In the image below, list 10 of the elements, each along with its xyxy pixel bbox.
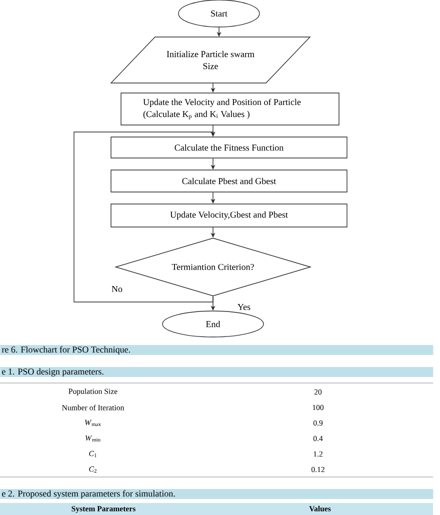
arrow: [74, 132, 216, 302]
table-caption: e 2. Proposed system parameters for simulation.: [0, 489, 434, 499]
process-box: Calculate Pbest and Gbest: [110, 170, 348, 192]
figure-caption: re 6. Flowchart for PSO Technique.: [0, 345, 434, 355]
edge-label: Yes: [236, 303, 252, 311]
process-box: Calculate the Fitness Function: [110, 136, 348, 158]
process-box: Update Velocity,Gbest and Pbest: [110, 204, 348, 228]
terminal-oval: End: [162, 310, 264, 338]
process-box: Update the Velocity and Position of Particle (Calculate K$_{p}$ and K$_{i}$ Values ): [120, 92, 340, 126]
table-caption: e 1. PSO design parameters.: [0, 367, 434, 377]
